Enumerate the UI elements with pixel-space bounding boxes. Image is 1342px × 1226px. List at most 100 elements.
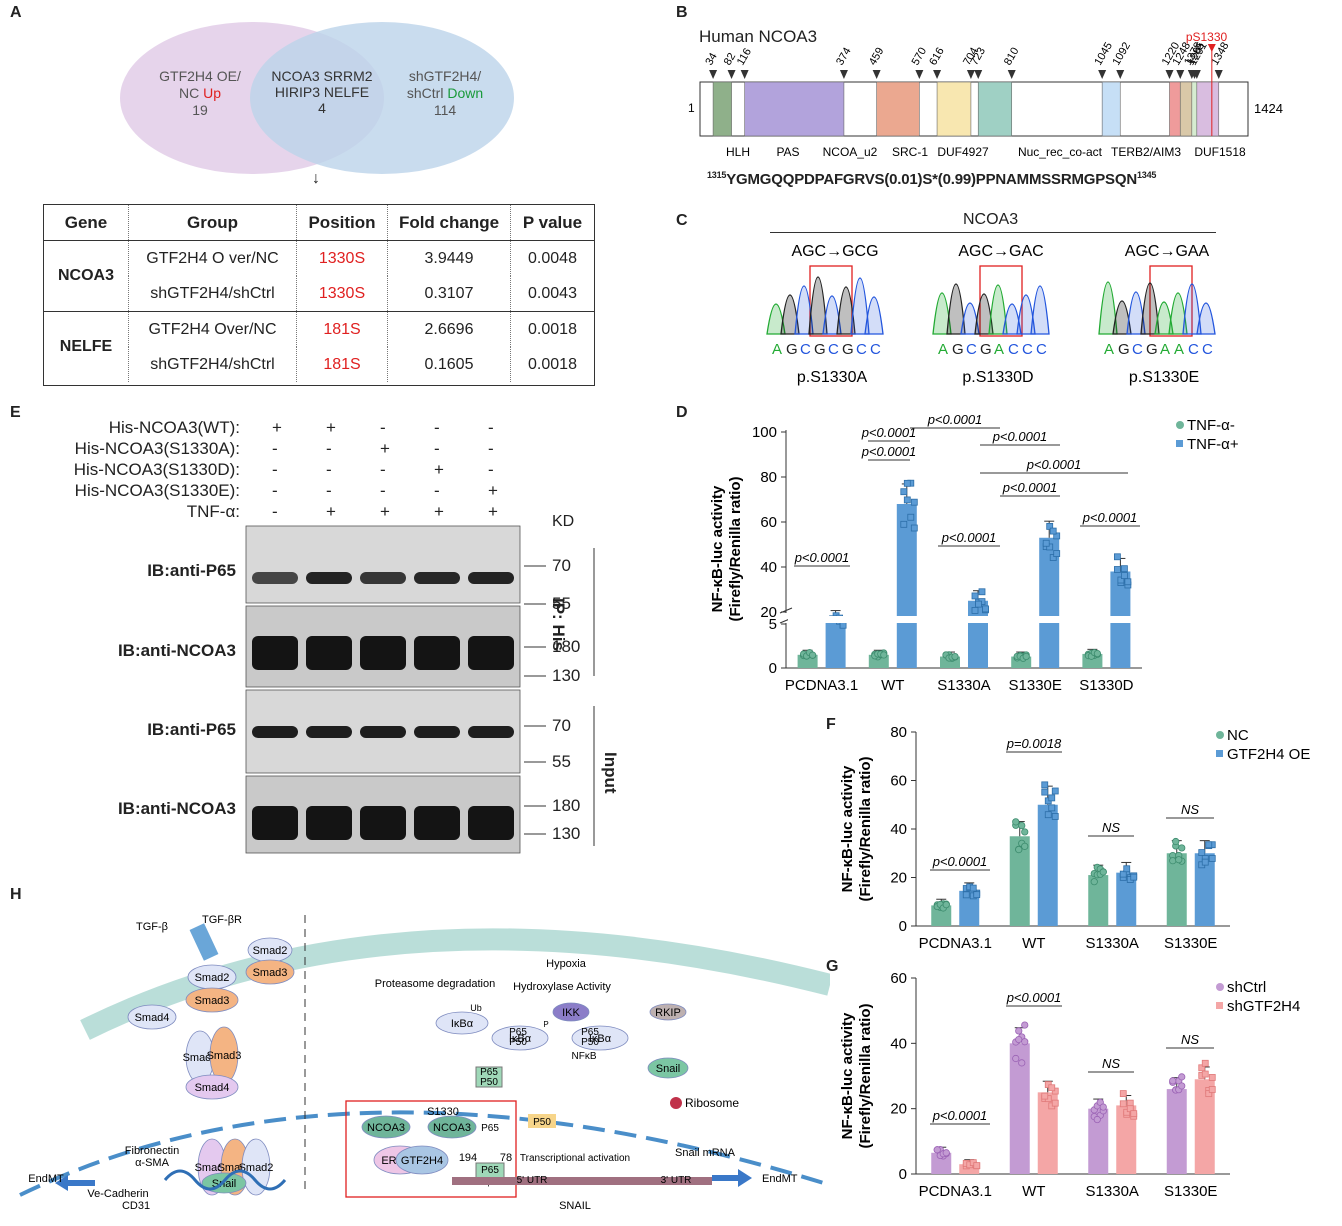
data-point <box>1053 550 1061 557</box>
seq-start-label: 1 <box>688 101 695 115</box>
blot-band <box>414 572 460 584</box>
tick-arrow <box>1214 70 1223 79</box>
table-cell: 1330S <box>296 240 388 276</box>
bar <box>1166 853 1187 926</box>
tick-arrow <box>709 70 718 79</box>
ib-label: IB:anti-NCOA3 <box>117 641 236 660</box>
blot-sign: - <box>380 460 386 479</box>
data-point <box>1051 787 1059 795</box>
data-point <box>1130 873 1138 881</box>
data-point <box>973 891 981 899</box>
data-point <box>1018 1059 1026 1067</box>
data-point <box>1015 845 1023 854</box>
data-point <box>1201 858 1209 866</box>
endmt-right-label: EndMT <box>762 1173 798 1185</box>
table-cell: 181S <box>296 347 388 382</box>
sig-label: p=0.0018 <box>1006 736 1062 751</box>
smad2: Smad2 <box>253 945 288 957</box>
blot-row-label: His-NCOA3(S1330E): <box>74 481 240 500</box>
col-gene: Gene <box>44 205 129 241</box>
chromatogram-rule <box>770 232 1216 233</box>
panel-label-a: A <box>10 4 22 21</box>
data-point <box>1119 1090 1127 1097</box>
blot-sign: - <box>434 439 440 458</box>
blot-sign: - <box>488 418 494 437</box>
tick-arrow <box>1007 70 1016 79</box>
data-point <box>971 607 979 614</box>
data-point <box>900 488 908 496</box>
smad4: Smad4 <box>195 1082 230 1094</box>
blot-band <box>252 572 298 584</box>
bar <box>931 905 952 926</box>
data-point <box>1178 844 1186 852</box>
kd-label: KD <box>552 513 575 530</box>
kd-marker: 55 <box>552 594 571 613</box>
ikba-shape <box>435 1011 489 1035</box>
down-arrow: ↓ <box>312 170 320 187</box>
x-tick-label: WT <box>1022 1183 1045 1200</box>
table-cell: 3.9449 <box>387 240 511 276</box>
highlight-box <box>345 1100 517 1198</box>
x-tick-label: S1330A <box>1086 935 1139 952</box>
ikk-shape <box>552 1002 590 1022</box>
data-point <box>975 600 982 608</box>
venn-right-line2: shCtrl <box>406 85 444 101</box>
y-tick-label: 20 <box>760 604 777 621</box>
panel-label-d: D <box>676 404 688 421</box>
blot-condition-labels: His-NCOA3(WT): His-NCOA3(S1330A): His-NC… <box>20 417 240 522</box>
data-point <box>910 498 918 506</box>
transcription-label: Transcriptional activation <box>520 1153 630 1164</box>
y-tick-label: 80 <box>760 469 777 486</box>
blot-band <box>306 726 352 738</box>
trace-peak <box>1182 283 1202 335</box>
blot-sign: - <box>326 460 332 479</box>
y-tick-label: 60 <box>890 773 907 790</box>
x-tick-label: S1330A <box>937 677 990 694</box>
smad4-shape <box>185 1074 239 1100</box>
highlight-box <box>1149 265 1193 337</box>
blot-band <box>306 636 352 670</box>
base-call: G <box>1146 341 1158 358</box>
mutation-label: p.S1330A <box>797 369 868 386</box>
y-tick-label: 0 <box>769 660 777 677</box>
sig-label: p<0.0001 <box>1002 480 1058 495</box>
tick-arrow <box>1165 70 1174 79</box>
ncoa3-b-shape <box>427 1115 477 1139</box>
table-cell: shGTF2H4/shCtrl <box>128 276 297 312</box>
panel-label-g: G <box>826 958 839 975</box>
ub-label: Ub <box>470 1003 482 1013</box>
data-point <box>1123 1108 1131 1116</box>
sig-label: p<0.0001 <box>861 425 917 440</box>
kd-marker: 70 <box>552 556 571 575</box>
data-point <box>1053 532 1061 540</box>
blot-row-label: His-NCOA3(S1330A): <box>74 439 240 458</box>
tick-label: 82 <box>722 51 739 68</box>
data-point <box>942 1149 950 1157</box>
fibronectin-label: Fibronectin <box>125 1145 179 1157</box>
nfkb-label: NFκB <box>572 1051 597 1062</box>
legend-swatch <box>1176 440 1183 447</box>
sig-label: p<0.0001 <box>1006 990 1062 1005</box>
mutation-change: AGC→GCG <box>791 243 878 260</box>
trace-peak <box>1140 282 1160 335</box>
input-label: Input <box>601 752 620 794</box>
y-axis-title: NF-κB-luc activity <box>709 485 726 612</box>
panel-label-h: H <box>10 886 22 903</box>
col-position: Position <box>296 205 388 241</box>
venn-left-line1: GTF2H4 OE/ <box>159 68 241 84</box>
base-call: C <box>870 341 881 358</box>
x-tick-label: WT <box>1022 935 1045 952</box>
mutation-label: p.S1330D <box>962 369 1033 386</box>
bar <box>1116 1105 1137 1174</box>
tick-arrow <box>915 70 924 79</box>
domain-label: PAS <box>776 145 799 159</box>
smad4: Smad4 <box>135 1012 170 1024</box>
data-point <box>971 592 979 600</box>
tick-arrow <box>872 70 881 79</box>
sig-label: p<0.0001 <box>941 530 997 545</box>
bar <box>959 890 980 926</box>
hydroxylase-label: Hydroxylase Activity <box>513 981 611 993</box>
y-tick-label: 40 <box>760 559 777 576</box>
base-call: A <box>994 341 1004 358</box>
